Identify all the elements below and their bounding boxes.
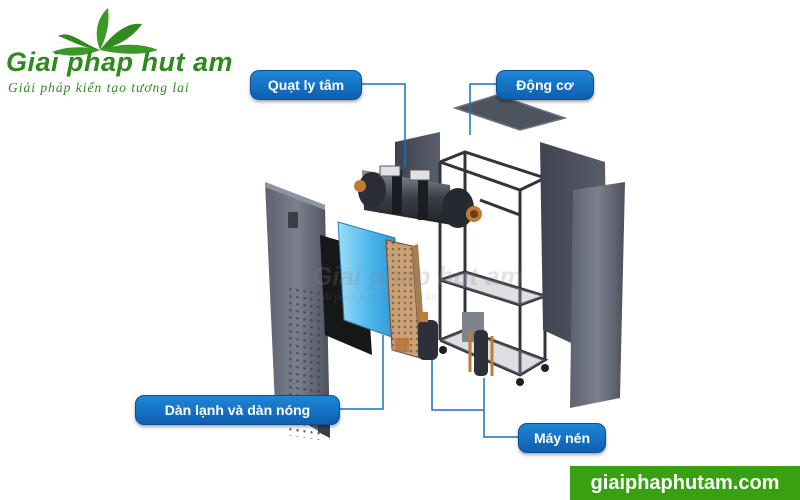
label-fan: Quạt ly tâm	[250, 70, 362, 100]
compressor	[418, 312, 494, 376]
leader-lines	[338, 83, 518, 438]
rear-panel	[570, 182, 625, 408]
svg-text:Giai phap hut am: Giai phap hut am	[312, 261, 523, 291]
label-motor: Động cơ	[496, 70, 594, 100]
watermark-logo: Giai phap hut am Giải pháp kiến tạo tươn…	[312, 261, 523, 303]
website-banner[interactable]: giaiphaphutam.com	[570, 466, 800, 500]
label-compressor: Máy nén	[518, 423, 606, 453]
centrifugal-fan	[354, 165, 482, 228]
label-coil: Dàn lạnh và dàn nóng	[135, 395, 340, 425]
top-plate	[452, 94, 568, 131]
brand-name: Giai phap hut am	[6, 47, 234, 77]
brand-tagline: Giải pháp kiến tạo tương lai	[8, 80, 190, 95]
svg-text:Giải pháp kiến tạo tương lai: Giải pháp kiến tạo tương lai	[312, 291, 437, 303]
leaf-logo-icon	[52, 8, 158, 56]
